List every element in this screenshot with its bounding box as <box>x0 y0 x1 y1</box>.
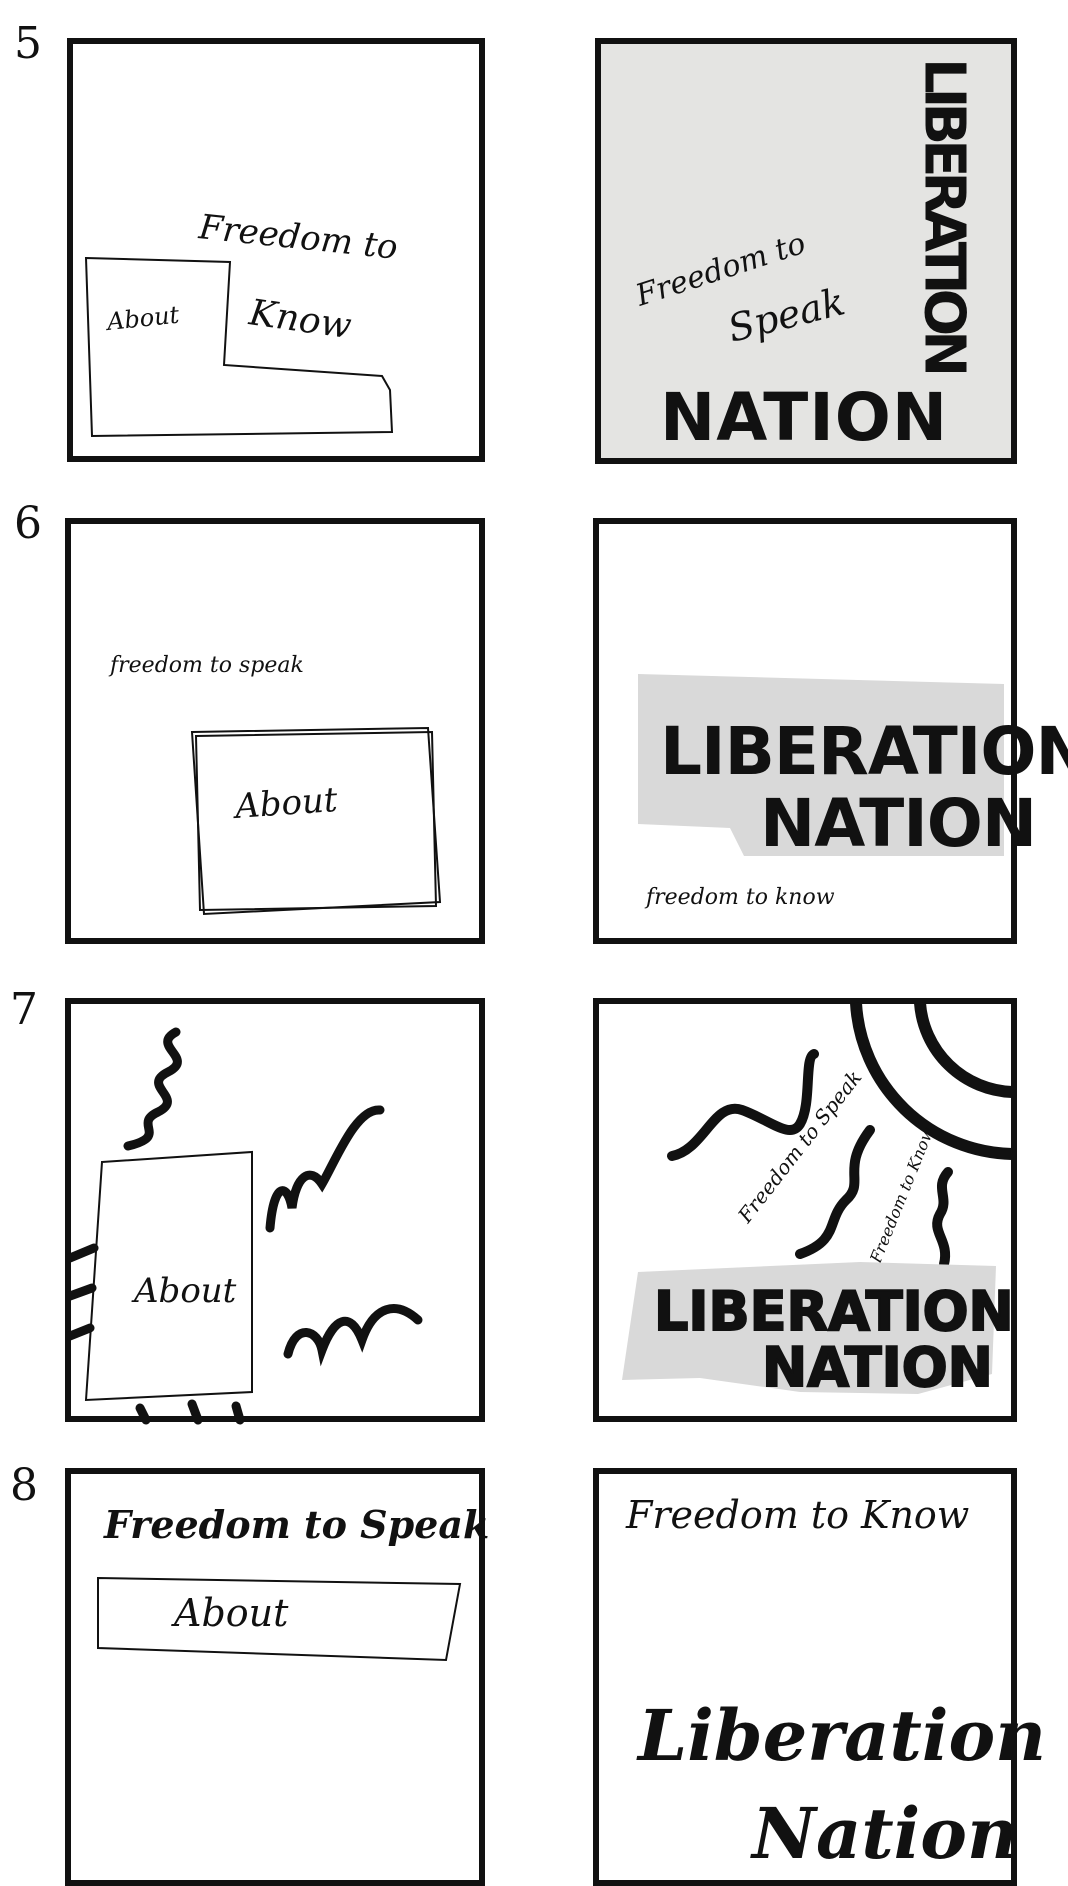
about-label: About <box>231 780 339 827</box>
squiggle <box>795 1125 875 1259</box>
about-block-outline <box>84 1150 253 1402</box>
panel-8-left: Freedom to Speak About <box>65 1468 489 1886</box>
photo-background <box>638 674 1004 856</box>
row-number: 5 <box>14 18 42 69</box>
liberation-vertical-text: LIBERATION <box>912 58 977 372</box>
about-label: About <box>104 301 181 337</box>
about-box-outline <box>190 726 442 916</box>
about-label: About <box>171 1591 289 1635</box>
squiggle <box>667 1049 819 1161</box>
nation-text: NATION <box>660 379 948 456</box>
nation-text: Nation <box>750 1792 1018 1875</box>
liberation-text: Liberation <box>636 1694 1046 1777</box>
squiggle <box>123 1027 182 1151</box>
photo-background <box>622 1262 996 1394</box>
panel-8-right: Freedom to Know Liberation Nation <box>593 1468 1046 1886</box>
freedom-text: Freedom to Know <box>625 1493 969 1537</box>
panel-7-right: Freedom to Speak Freedom to Know LIBERAT… <box>593 998 1017 1422</box>
squiggle <box>265 1105 385 1233</box>
edge-marks <box>65 1243 99 1341</box>
liberation-text: LIBERATION <box>660 713 1068 790</box>
squiggle <box>932 1167 953 1269</box>
freedom-know-text: Freedom to Know <box>866 1124 938 1266</box>
row-number: 6 <box>14 498 42 549</box>
freedom-text: freedom to speak <box>108 653 304 678</box>
liberation-text: LIBERATION <box>654 1280 1014 1343</box>
panel-7-left: About <box>65 998 485 1425</box>
about-box-outline <box>97 1576 462 1662</box>
photo-background <box>595 38 1017 464</box>
nation-text: NATION <box>762 1336 993 1399</box>
panel-6-right: LIBERATION NATION freedom to know <box>593 518 1068 944</box>
arc <box>850 1002 1013 1160</box>
know-text: Know <box>246 292 354 347</box>
about-label: About <box>131 1271 237 1311</box>
panel-5-left: Freedom to Know About <box>67 38 485 462</box>
row-number: 8 <box>10 1460 38 1511</box>
nation-text: NATION <box>760 785 1036 862</box>
panel-6-left: freedom to speak About <box>65 518 485 944</box>
arc <box>914 1002 1013 1098</box>
row-number: 7 <box>10 984 38 1035</box>
freedom-text: freedom to know <box>644 885 835 910</box>
panel-5-right: Freedom to Speak NATION LIBERATION <box>595 38 1017 464</box>
freedom-text: Freedom to <box>196 207 400 268</box>
freedom-text: Freedom to Speak <box>103 1502 489 1547</box>
about-block-outline <box>84 256 394 438</box>
edge-marks <box>135 1399 245 1425</box>
squiggle <box>283 1304 423 1367</box>
